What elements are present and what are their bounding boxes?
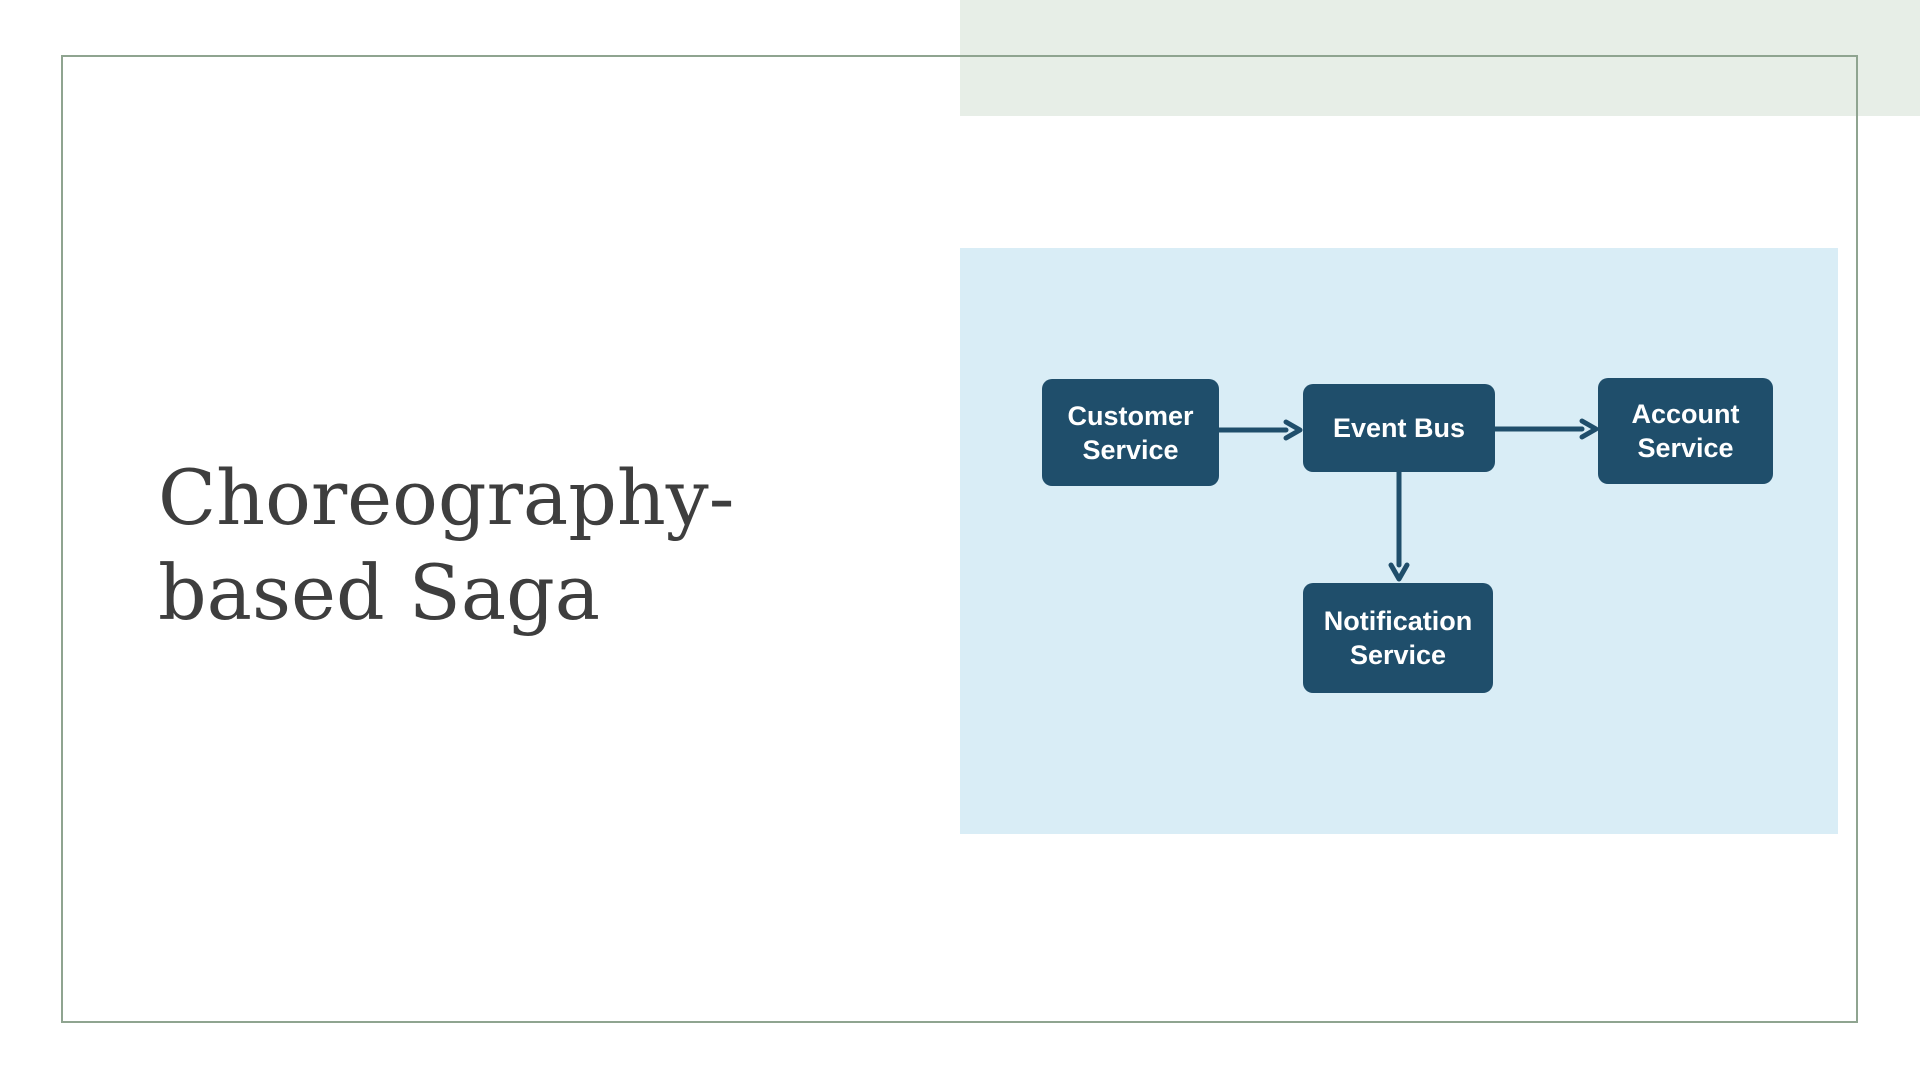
node-account-service[interactable]: Account Service xyxy=(1598,378,1773,484)
node-label: Customer Service xyxy=(1067,400,1194,465)
node-notification-service[interactable]: Notification Service xyxy=(1303,583,1493,693)
node-label: Notification Service xyxy=(1323,606,1473,670)
node-label: Event Bus xyxy=(1332,413,1466,443)
connector-arrows xyxy=(1216,418,1599,582)
node-event-bus[interactable]: Event Bus xyxy=(1303,384,1495,472)
top-accent-bar xyxy=(960,0,1920,116)
node-label: Account Service xyxy=(1631,399,1740,463)
node-customer-service[interactable]: Customer Service xyxy=(1042,379,1219,486)
diagram-panel[interactable]: Customer Service Event Bus Account Servi… xyxy=(960,248,1838,834)
slide-title[interactable]: Choreography-based Saga xyxy=(158,453,735,637)
